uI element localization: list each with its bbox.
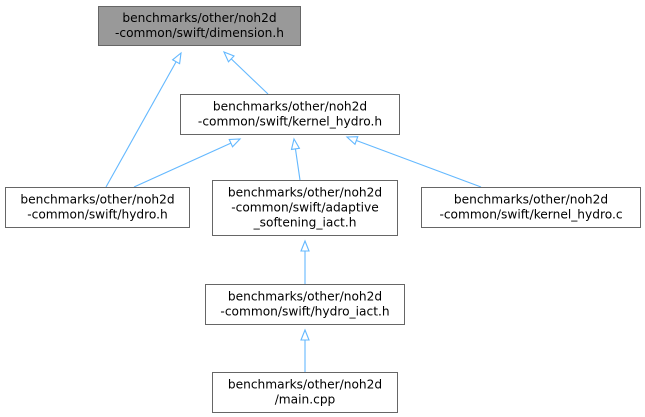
- node-box: [5, 187, 190, 228]
- node-label-line: -common/swift/dimension.h: [115, 26, 284, 40]
- node-hydro-iact-h[interactable]: benchmarks/other/noh2d-common/swift/hydr…: [205, 284, 405, 325]
- arrowhead: [300, 239, 310, 252]
- edge-adaptive-softening-iact-h-to-kernel-hydro-h: [290, 137, 301, 181]
- node-label-line: -common/swift/hydro_iact.h: [220, 305, 389, 319]
- node-hydro-h[interactable]: benchmarks/other/noh2d-common/swift/hydr…: [5, 187, 190, 228]
- node-box: [180, 94, 400, 135]
- edge-main-cpp-to-hydro-iact-h: [300, 328, 310, 372]
- node-label-line: benchmarks/other/noh2d: [228, 378, 382, 392]
- arrowhead: [222, 50, 235, 63]
- edge-line: [105, 61, 177, 188]
- node-adaptive-softening-iact-h[interactable]: benchmarks/other/noh2d-common/swift/adap…: [212, 180, 398, 236]
- node-label-line: benchmarks/other/noh2d: [228, 290, 382, 304]
- node-label-line: /main.cpp: [275, 393, 336, 407]
- node-kernel-hydro-h[interactable]: benchmarks/other/noh2d-common/swift/kern…: [180, 94, 400, 135]
- nodes-layer: benchmarks/other/noh2d-common/swift/dime…: [5, 6, 641, 413]
- edges-layer: [105, 50, 482, 372]
- edge-line: [294, 148, 301, 181]
- arrowhead: [300, 328, 310, 341]
- node-label-line: -common/swift/adaptive: [231, 201, 379, 215]
- node-label-line: benchmarks/other/noh2d: [454, 193, 608, 207]
- arrowhead: [345, 136, 359, 146]
- node-dimension-h[interactable]: benchmarks/other/noh2d-common/swift/dime…: [98, 6, 301, 46]
- edge-kernel-hydro-c-to-kernel-hydro-h: [345, 136, 482, 188]
- edge-line: [133, 142, 232, 188]
- edge-hydro-iact-h-to-adaptive-softening-iact-h: [300, 239, 310, 284]
- arrowhead: [171, 51, 182, 65]
- arrowhead: [290, 137, 301, 151]
- node-kernel-hydro-c[interactable]: benchmarks/other/noh2d-common/swift/kern…: [421, 187, 641, 228]
- edge-hydro-h-to-dimension-h: [105, 51, 182, 188]
- node-box: [98, 6, 301, 46]
- node-box: [212, 372, 398, 413]
- edge-line: [356, 139, 482, 188]
- node-label-line: _softening_iact.h: [253, 216, 357, 230]
- edge-hydro-h-to-kernel-hydro-h: [133, 138, 242, 188]
- arrowhead: [228, 138, 242, 148]
- node-label-line: -common/swift/kernel_hydro.h: [198, 115, 382, 129]
- node-label-line: benchmarks/other/noh2d: [228, 186, 382, 200]
- node-label-line: benchmarks/other/noh2d: [213, 100, 367, 114]
- node-box: [205, 284, 405, 325]
- node-label-line: benchmarks/other/noh2d: [122, 11, 276, 25]
- node-box: [421, 187, 641, 228]
- node-main-cpp[interactable]: benchmarks/other/noh2d/main.cpp: [212, 372, 398, 413]
- node-label-line: benchmarks/other/noh2d: [20, 193, 174, 207]
- node-box: [212, 180, 398, 236]
- edge-line: [230, 58, 269, 95]
- node-label-line: -common/swift/kernel_hydro.c: [439, 208, 622, 222]
- node-label-line: -common/swift/hydro.h: [27, 208, 168, 222]
- edge-kernel-hydro-h-to-dimension-h: [222, 50, 269, 95]
